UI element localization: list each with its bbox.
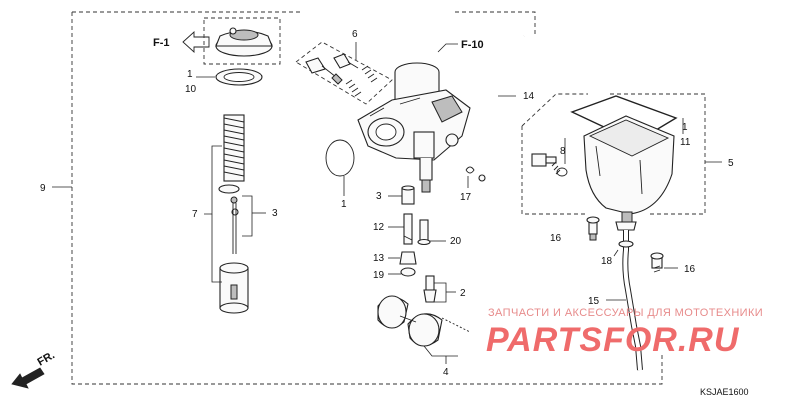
callout-5: 5 <box>728 158 734 169</box>
callout-6: 6 <box>352 29 358 40</box>
ref-fr-label: FR. <box>36 349 57 368</box>
callout-1-tank: 1 <box>682 122 688 133</box>
callout-1-drain: 8 <box>560 146 566 157</box>
callout-19: 19 <box>373 270 385 281</box>
callout-7: 7 <box>192 209 198 220</box>
callout-11: 11 <box>680 137 691 148</box>
callout-12: 12 <box>373 222 385 233</box>
ref-f10-label: F-10 <box>461 39 484 51</box>
throttle-spring <box>223 114 245 182</box>
screw-set-dashed-box <box>295 41 393 105</box>
callout-15: 15 <box>588 296 600 307</box>
callout-2: 2 <box>460 288 466 299</box>
front-direction-arrow <box>11 367 45 389</box>
callout-1-top: 1 <box>187 69 193 80</box>
float-assembly <box>377 295 471 347</box>
needle-jet <box>403 213 413 245</box>
carburetor-body <box>357 62 471 193</box>
callout-1-ring: 1 <box>341 199 347 210</box>
ref-f1-label: F-1 <box>153 37 170 49</box>
assembly-frame-top-right <box>455 11 536 34</box>
callout-16-left: 16 <box>550 233 562 244</box>
throttle-valve <box>219 262 249 314</box>
cap-gasket-ring <box>215 68 263 86</box>
drain-tube <box>622 230 643 371</box>
watermark-subtitle: ЗАПЧАСТИ И АКСЕССУАРЫ ДЛЯ МОТОТЕХНИКИ <box>488 307 763 319</box>
callout-17: 17 <box>460 192 472 203</box>
cap-dashed-box <box>203 17 281 65</box>
diagram-code: KSJAE1600 <box>700 387 749 397</box>
watermark-brand: PARTSFOR.RU <box>486 321 740 359</box>
drain-screw <box>531 153 568 177</box>
callout-10: 10 <box>185 84 197 95</box>
callout-3-left: 3 <box>272 208 278 219</box>
bowl-screw-left <box>586 216 600 241</box>
tube-clip <box>465 166 475 174</box>
jet-washer <box>400 267 416 277</box>
callout-9: 9 <box>40 183 46 194</box>
jet-needle-set <box>218 184 240 254</box>
float-bowl <box>583 115 675 231</box>
adjusting-screws <box>305 53 378 97</box>
callout-14: 14 <box>523 91 535 102</box>
main-jet-holder <box>401 185 415 205</box>
callout-18: 18 <box>601 256 613 267</box>
carb-top-cap <box>215 27 273 57</box>
tube-clip-18 <box>618 240 634 248</box>
callout-16-right: 16 <box>684 264 696 275</box>
vent-tube <box>478 34 525 182</box>
slow-jet <box>417 219 431 246</box>
main-jet <box>399 251 417 265</box>
assembly-frame <box>71 12 663 385</box>
callout-3-mid: 3 <box>376 191 382 202</box>
callout-4: 4 <box>443 367 449 378</box>
body-o-ring <box>325 139 355 177</box>
float-valve <box>423 275 437 303</box>
float-bowl-frame-right <box>610 93 706 215</box>
float-bowl-frame <box>521 126 588 215</box>
callout-13: 13 <box>373 253 385 264</box>
ref-f1-arrow <box>182 30 210 54</box>
callout-20: 20 <box>450 236 462 247</box>
bowl-screw-right <box>650 252 664 273</box>
